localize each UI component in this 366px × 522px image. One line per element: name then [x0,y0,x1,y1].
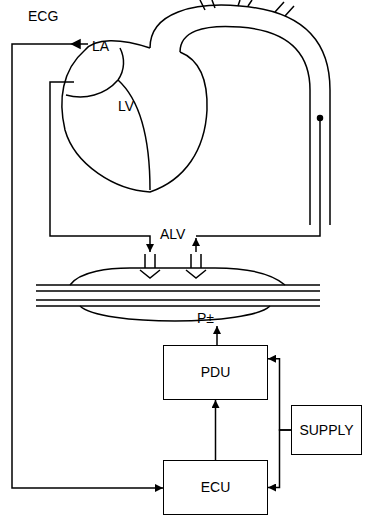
box-label: PDU [201,364,231,381]
part-label: ECG [28,8,58,25]
part-label: LA [92,38,109,55]
connector [215,400,217,460]
part-label: LV [118,98,134,115]
process-box: ECU [163,460,268,515]
process-box: PDU [163,345,268,400]
part-label: P± [197,310,214,327]
box-label: ECU [201,479,231,496]
heart-drawing [62,0,330,225]
box-label: SUPPLY [299,422,353,439]
process-box: SUPPLY [291,405,362,455]
cannula [50,82,323,252]
pump-drawing [36,254,320,345]
connector [268,359,291,430]
ecg-wire [12,40,163,488]
part-label: ALV [160,226,185,243]
connector [268,430,291,488]
